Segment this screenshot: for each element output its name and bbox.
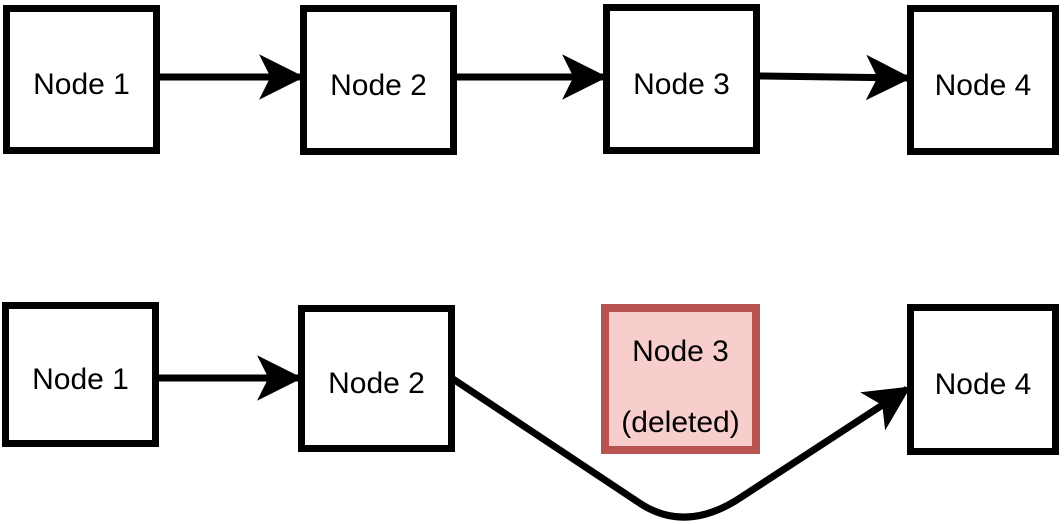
- after-node-4: Node 4: [907, 304, 1059, 455]
- after-node-3-deleted: Node 3 (deleted): [601, 304, 760, 454]
- node-label: Node 2: [330, 68, 427, 102]
- node-label: Node 4: [934, 368, 1032, 401]
- node-deleted-sublabel: (deleted): [621, 406, 740, 439]
- node-label: Node 3: [633, 67, 730, 101]
- node-label: Node 1: [32, 363, 129, 396]
- node-label: Node 1: [33, 68, 130, 101]
- before-node-2: Node 2: [300, 5, 457, 155]
- before-node-1: Node 1: [3, 5, 160, 154]
- before-node-4: Node 4: [907, 5, 1059, 155]
- node-label: Node 2: [328, 367, 425, 400]
- arrow-after-node2-node4-bypass: [451, 376, 911, 521]
- after-node-1: Node 1: [2, 302, 159, 447]
- node-label: Node 4: [934, 68, 1032, 102]
- arrow-before-node3-node4: [759, 54, 912, 101]
- before-node-3: Node 3: [603, 4, 760, 154]
- after-node-2: Node 2: [298, 305, 455, 452]
- node-label: Node 3: [632, 335, 729, 368]
